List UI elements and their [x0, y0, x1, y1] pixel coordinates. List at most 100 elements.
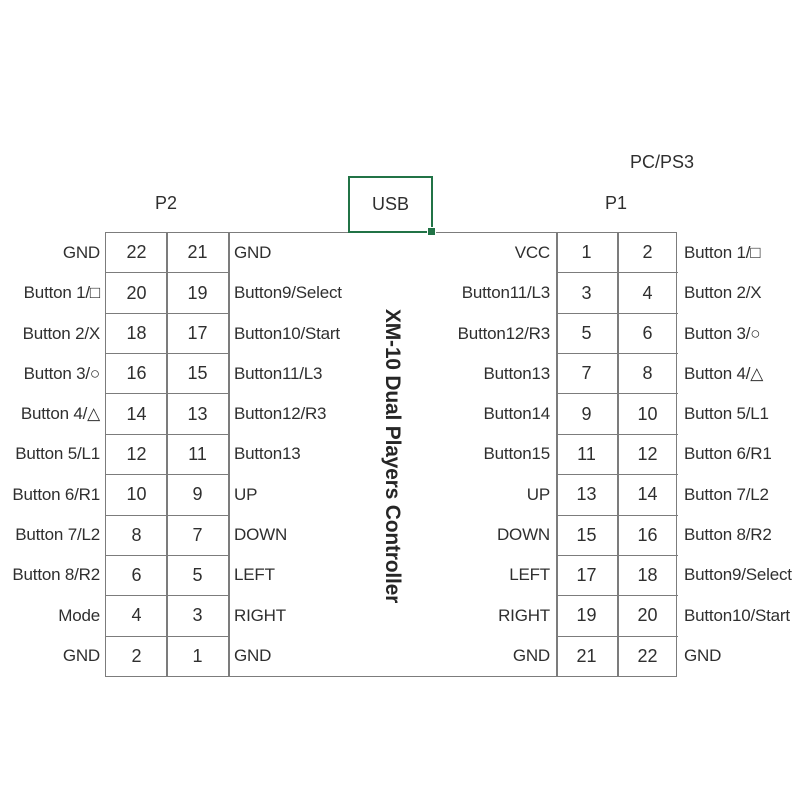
pin-number-cell: 8 — [642, 363, 653, 384]
pin-number-cell: 20 — [637, 605, 658, 626]
pin-label: GND — [62, 243, 100, 263]
usb-connector-box: USB — [348, 176, 436, 236]
pin-number-cell: 10 — [637, 403, 658, 424]
pin-row: 12 11 — [106, 435, 228, 476]
pin-number-cell: 6 — [131, 565, 142, 586]
pin-number-cell: 10 — [126, 484, 147, 505]
pin-number-cell: 12 — [637, 443, 658, 464]
pin-number-cell: 3 — [192, 605, 203, 626]
pin-label: Button 5/L1 — [684, 404, 769, 424]
pin-label: LEFT — [234, 565, 275, 585]
pin-label: Button 7/L2 — [15, 524, 100, 544]
pin-label: LEFT — [509, 565, 550, 585]
pin-label: Button 6/R1 — [684, 444, 772, 464]
pin-label: Button12/R3 — [234, 404, 327, 424]
pin-label: Button 2/X — [22, 323, 101, 343]
pin-number-cell: 12 — [126, 443, 147, 464]
pin-number-cell: 7 — [581, 363, 592, 384]
pin-label: GND — [62, 645, 100, 665]
pin-label: UP — [526, 484, 550, 504]
pin-label: Button14 — [483, 404, 551, 424]
pin-number-cell: 22 — [126, 242, 147, 263]
pin-number-cell: 2 — [642, 242, 653, 263]
usb-label: USB — [371, 194, 409, 214]
pin-label: Button 1/□ — [684, 243, 761, 263]
pin-number-cell: 18 — [637, 565, 658, 586]
pin-label: DOWN — [234, 524, 288, 544]
pin-number-cell: 4 — [131, 605, 142, 626]
pin-label: RIGHT — [498, 605, 550, 625]
pin-row: 21 22 — [556, 637, 678, 676]
pin-number-cell: 5 — [581, 322, 592, 343]
pin-label: Button 2/X — [684, 283, 762, 303]
pin-label: GND — [234, 243, 272, 263]
pin-number-cell: 14 — [637, 484, 658, 505]
pc-ps3-label: PC/PS3 — [629, 152, 695, 172]
pin-number-cell: 15 — [576, 524, 597, 545]
pin-number-cell: 22 — [637, 645, 658, 666]
pin-number-cell: 16 — [637, 524, 658, 545]
p2-outer-labels: GND Button 1/□ Button 2/X Button 3/○ Button … — [0, 233, 100, 676]
pin-label: Button13 — [483, 363, 551, 383]
pin-label: UP — [234, 484, 258, 504]
pin-number-cell: 20 — [126, 282, 147, 303]
product-title-vertical: XM-10 Dual Players Controller — [381, 308, 404, 604]
pin-label: RIGHT — [234, 605, 286, 625]
pin-number-cell: 2 — [131, 645, 142, 666]
pin-label: Button 4/△ — [684, 363, 764, 383]
pin-label: Button13 — [234, 444, 301, 464]
p1-header: P1 — [604, 193, 628, 213]
pin-label: Button 7/L2 — [684, 484, 769, 504]
pin-label: Button10/Start — [234, 323, 340, 343]
pin-number-cell: 19 — [187, 282, 208, 303]
pin-label: Button9/Select — [684, 565, 792, 585]
pin-label: Button10/Start — [684, 605, 790, 625]
pin-label: Button15 — [483, 444, 551, 464]
pin-number-cell: 11 — [577, 443, 596, 464]
pin-number-cell: 13 — [187, 403, 208, 424]
pin-label: DOWN — [496, 524, 550, 544]
grid-line-vertical — [556, 233, 558, 676]
pin-label: Button 5/L1 — [15, 444, 100, 464]
pin-number-cell: 14 — [126, 403, 147, 424]
grid-line-vertical — [166, 233, 168, 676]
pin-number-cell: 21 — [576, 645, 597, 666]
pin-label: Mode — [58, 605, 100, 625]
pin-label: GND — [512, 645, 550, 665]
pin-number-cell: 5 — [192, 565, 203, 586]
pin-label: Button11/L3 — [461, 283, 550, 303]
pin-label: Button 6/R1 — [12, 484, 100, 504]
pin-label: Button 8/R2 — [12, 565, 100, 585]
pin-number-cell: 9 — [192, 484, 203, 505]
pin-number-cell: 7 — [192, 524, 203, 545]
pin-number-cell: 8 — [131, 524, 142, 545]
pin-number-cell: 1 — [192, 645, 203, 666]
pin-number-cell: 15 — [187, 363, 208, 384]
pin-label: Button 8/R2 — [684, 524, 772, 544]
p2-header: P2 — [154, 193, 178, 213]
pin-number-cell: 11 — [188, 443, 207, 464]
pin-number-cell: 16 — [126, 363, 147, 384]
pin-number-cell: 3 — [581, 282, 592, 303]
pin-label: VCC — [514, 243, 550, 263]
pin-number-cell: 18 — [126, 322, 147, 343]
pin-number-cell: 21 — [187, 242, 208, 263]
pin-label: Button 3/○ — [23, 363, 101, 383]
grid-line-vertical — [617, 233, 619, 676]
pin-label: Button11/L3 — [234, 363, 323, 383]
pin-label: Button12/R3 — [457, 323, 551, 343]
pin-label: GND — [684, 645, 722, 665]
pin-label: Button 4/△ — [20, 404, 100, 424]
pin-number-cell: 4 — [642, 282, 653, 303]
pin-number-cell: 17 — [187, 322, 208, 343]
pin-number-cell: 13 — [576, 484, 597, 505]
pin-number-cell: 1 — [581, 242, 592, 263]
pin-number-cell: 9 — [581, 403, 592, 424]
pin-label: Button 1/□ — [23, 283, 101, 303]
